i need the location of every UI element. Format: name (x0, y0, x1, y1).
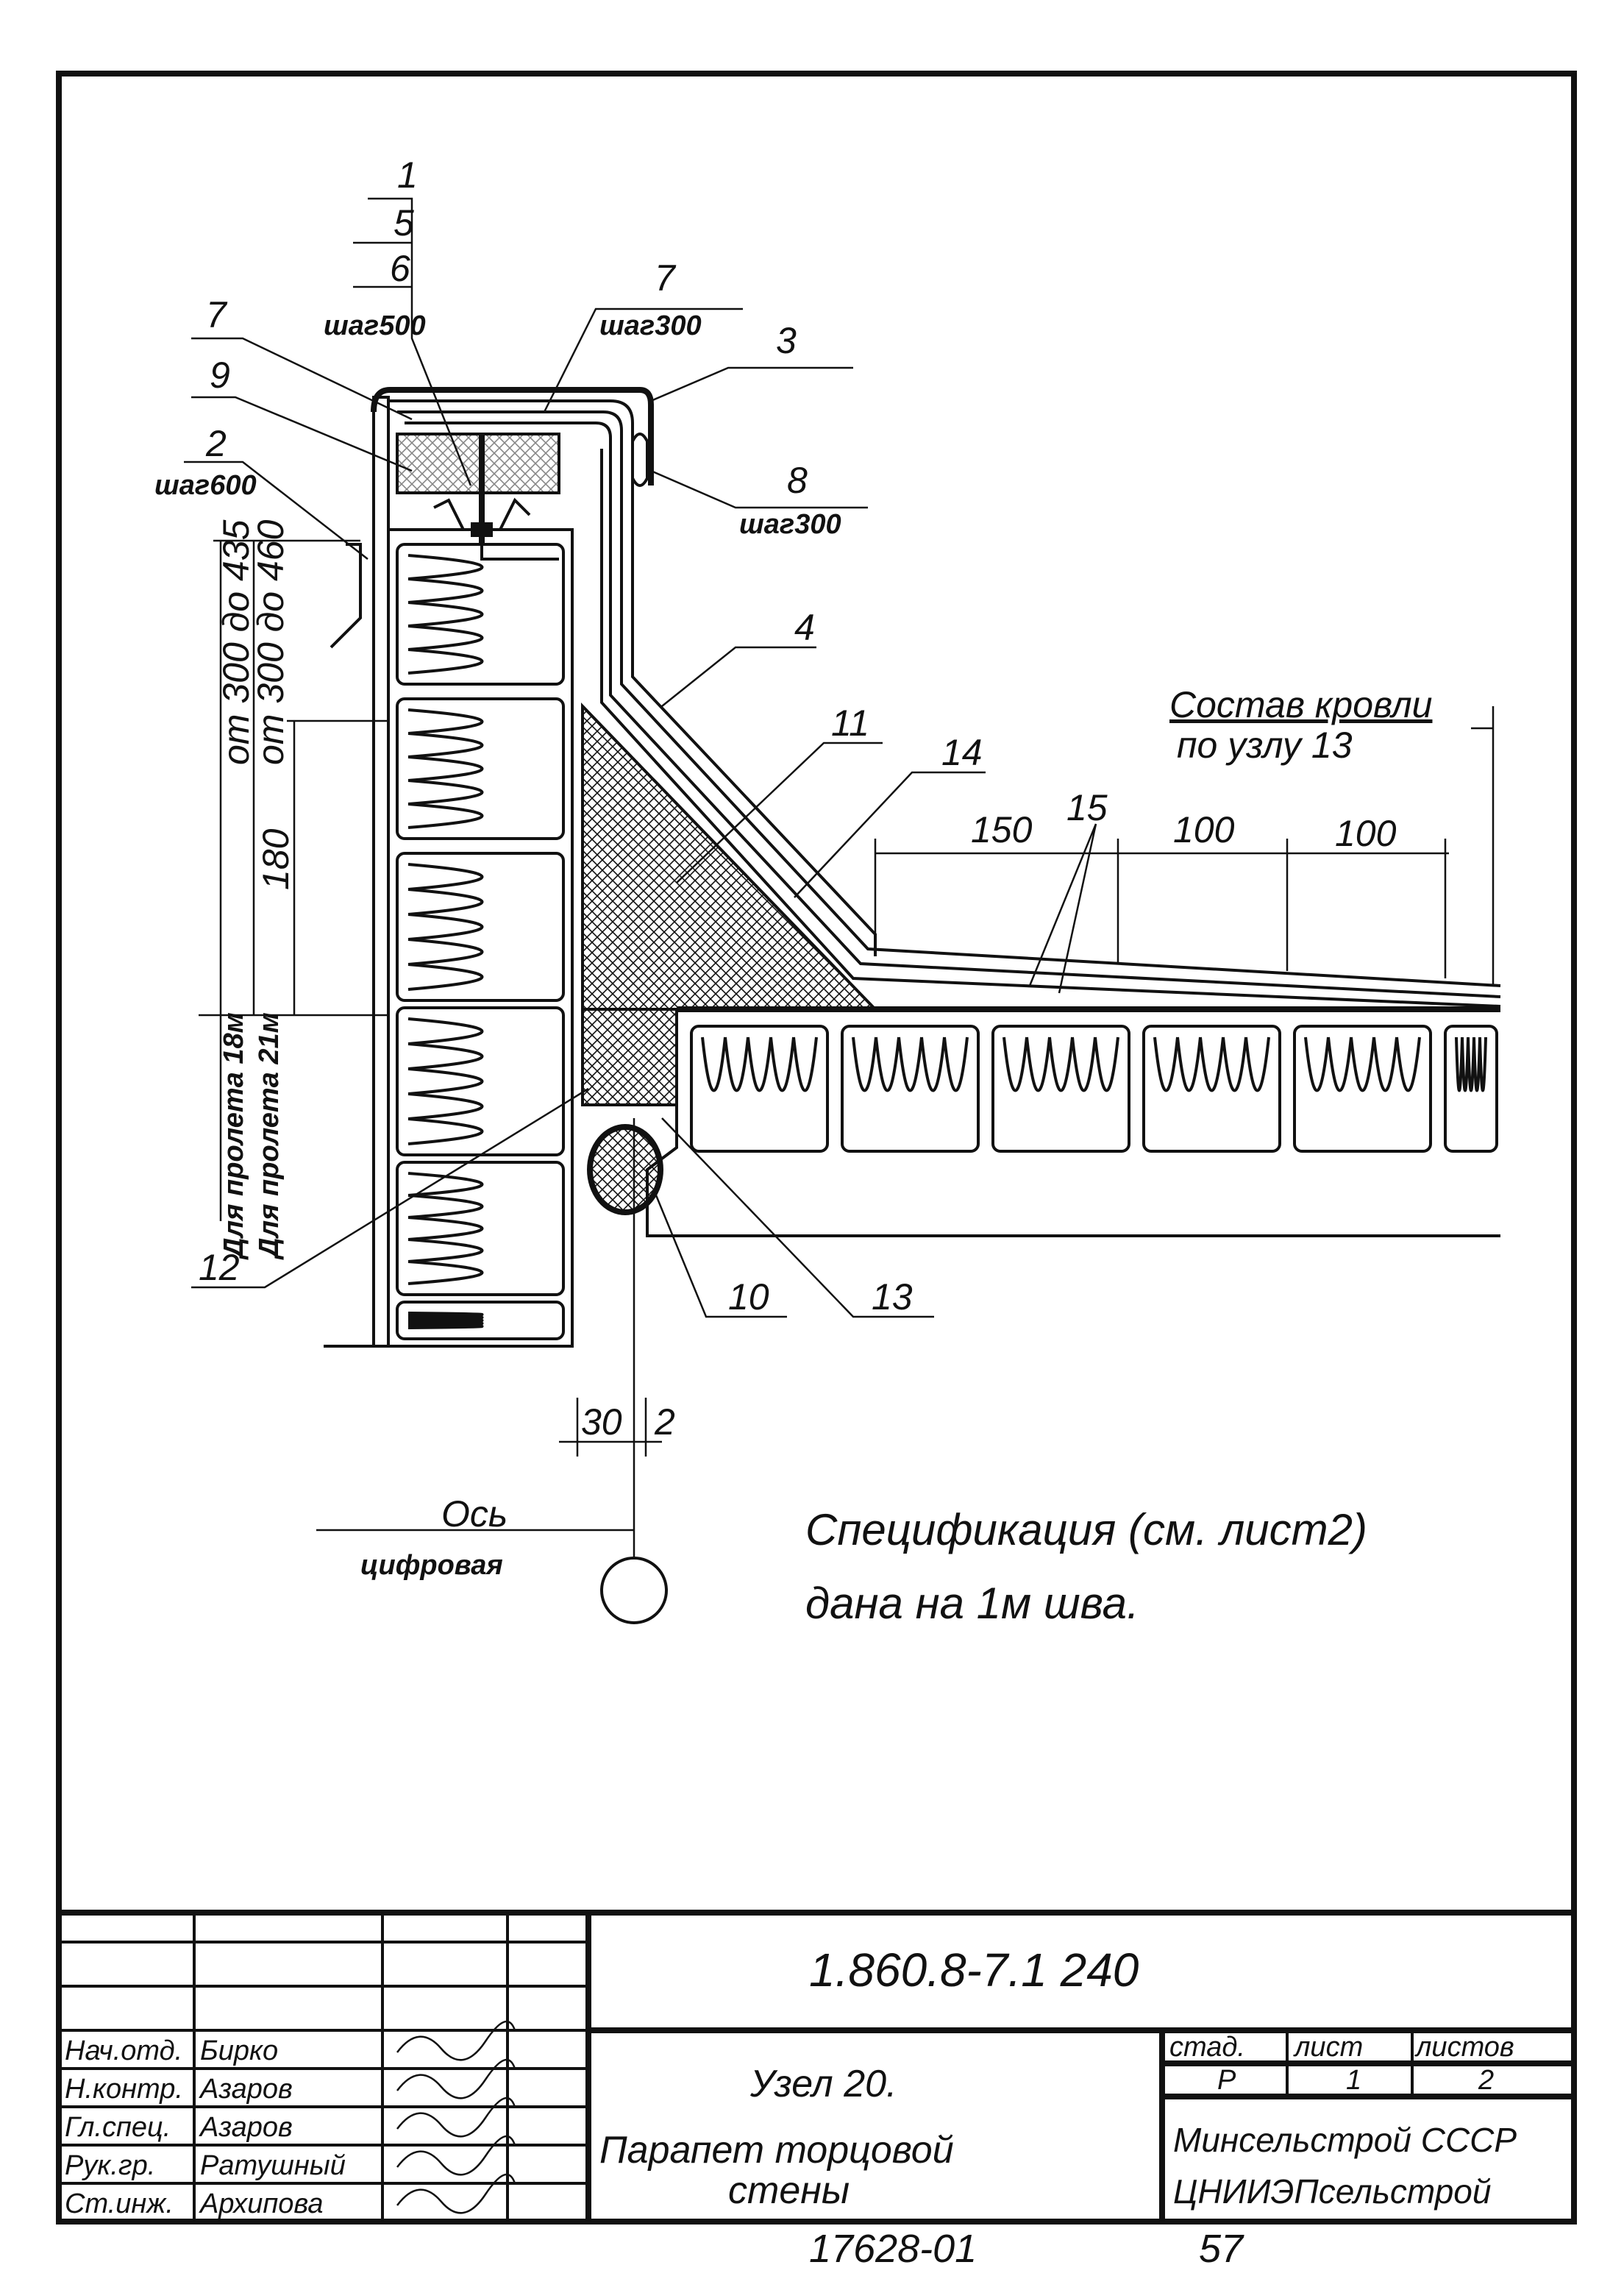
callout-15: 15 (1066, 787, 1108, 828)
wall-insulation-panel (396, 543, 565, 686)
callout-4: 4 (794, 607, 815, 648)
staff-name: Азаров (199, 2074, 293, 2105)
callout-11: 11 (831, 703, 869, 744)
filler-block (581, 1008, 678, 1106)
signature (396, 2097, 516, 2138)
step-600: шаг600 (154, 470, 257, 501)
stage-header: стад. (1169, 2032, 1245, 2063)
dim-300-435: от 300 до 435 (216, 519, 257, 765)
axis-label-line1: Ось (441, 1493, 508, 1534)
roof-slab (646, 1006, 1500, 1237)
staff-name: Ратушный (200, 2150, 346, 2181)
dim-2: 2 (654, 1401, 675, 1443)
sheet-value: 1 (1346, 2065, 1361, 2096)
span-21m: Для пролета 21м (254, 1012, 285, 1260)
staff-role: Н.контр. (65, 2074, 183, 2105)
grid-axis (316, 1118, 668, 1624)
staff-name: Бирко (200, 2035, 278, 2066)
sheet-frame (56, 71, 1577, 2225)
end-wall (324, 396, 574, 1348)
document-number: 1.860.8-7.1 240 (809, 1944, 1139, 1996)
dimension-labels: Состав кровли по узлу 13 150 100 100 30 … (216, 519, 1432, 1628)
title-line2: Парапет торцовой (599, 2129, 954, 2172)
parapet-cap (330, 387, 1501, 1008)
archive-number: 17628-01 (809, 2227, 977, 2271)
leader-lines (184, 197, 1493, 1318)
dim-100-a: 100 (1173, 809, 1235, 850)
staff-role: Нач.отд. (65, 2035, 182, 2066)
sheet-header: лист (1293, 2032, 1363, 2063)
staff-name: Архипова (199, 2188, 324, 2219)
roof-insulation-panel (690, 1025, 829, 1153)
wall-insulation-panel (396, 697, 565, 840)
callout-7-left: 7 (206, 294, 228, 335)
roof-insulation-panel (841, 1025, 980, 1153)
roof-note-line1: Состав кровли (1169, 684, 1432, 725)
callout-7-right: 7 (655, 257, 677, 299)
signature (396, 2020, 516, 2061)
dim-180: 180 (255, 828, 296, 890)
roof-note-line2: по узлу 13 (1177, 725, 1353, 766)
sealing-gasket (587, 1124, 663, 1215)
wall-insulation-panel (396, 1301, 565, 1340)
dim-100-b: 100 (1335, 813, 1397, 854)
callout-1: 1 (397, 154, 418, 196)
title-line3: стены (728, 2169, 850, 2212)
callout-12: 12 (199, 1247, 240, 1288)
staff-role: Рук.гр. (65, 2150, 155, 2181)
callout-8: 8 (787, 460, 808, 501)
org-line2: ЦНИИЭПсельстрой (1173, 2172, 1491, 2211)
axis-label-line2: цифровая (360, 1550, 503, 1581)
spec-note-line1: Спецификация (см. лист2) (805, 1505, 1367, 1554)
step-500: шаг500 (324, 310, 426, 341)
callout-9: 9 (210, 355, 230, 396)
dim-300-460: от 300 до 460 (250, 519, 291, 765)
spec-note-line2: дана на 1м шва. (805, 1579, 1139, 1628)
sheets-header: листов (1414, 2032, 1514, 2063)
callout-14: 14 (941, 732, 983, 773)
callout-labels: 1 5 6 шаг500 7 9 2 шаг600 7 шаг300 3 8 ш… (154, 154, 1108, 1317)
callout-3: 3 (776, 320, 797, 361)
dimension-lines (199, 539, 1495, 1221)
title-block: Нач.отд.БиркоН.контр.АзаровГл.спец.Азаро… (59, 1910, 1574, 2222)
callout-13: 13 (872, 1276, 913, 1317)
step-300-a: шаг300 (599, 310, 702, 341)
signature (396, 2058, 516, 2099)
staff-name: Азаров (199, 2112, 293, 2143)
wall-insulation-panel (396, 1006, 565, 1156)
callout-2: 2 (205, 423, 227, 464)
wall-insulation-panel (396, 1161, 565, 1296)
title-line1: Узел 20. (749, 2063, 897, 2105)
wall-insulation-panel (396, 852, 565, 1002)
span-18m: Для пролета 18м (218, 1012, 249, 1260)
staff-role: Ст.инж. (65, 2188, 174, 2219)
roof-insulation-panel (1293, 1025, 1432, 1153)
callout-10: 10 (728, 1276, 769, 1317)
org-line1: Минсельстрой СССР (1173, 2121, 1517, 2159)
roof-insulation-panel (1142, 1025, 1281, 1153)
page-number: 57 (1199, 2227, 1244, 2271)
callout-5: 5 (393, 202, 414, 243)
roof-insulation-panel (1444, 1025, 1498, 1153)
callout-6: 6 (390, 248, 410, 289)
dim-30: 30 (581, 1401, 622, 1443)
signature (396, 2173, 516, 2214)
sheets-value: 2 (1478, 2065, 1494, 2096)
roof-insulation-panel (991, 1025, 1130, 1153)
dim-150: 150 (971, 809, 1033, 850)
stage-value: Р (1217, 2065, 1236, 2096)
step-300-b: шаг300 (739, 509, 841, 540)
signature (396, 2135, 516, 2176)
staff-role: Гл.спец. (65, 2112, 171, 2143)
